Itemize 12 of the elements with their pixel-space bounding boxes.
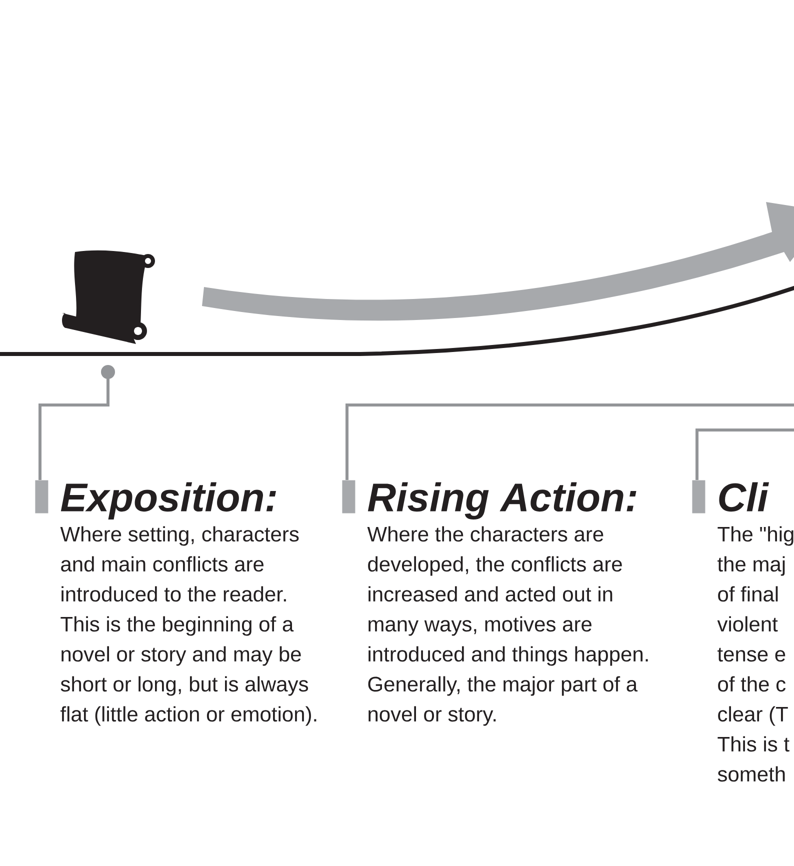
node-label: Exposition: <box>60 482 276 520</box>
text-block: Rising Action: Where the characters are developed, the conflicts are increased and acted out in many ways, motives are introduced and things happen. Generally, the major part of a novel or story. <box>342 480 648 726</box>
text-block: Exposition: Where setting, characters and main conflicts are introduced to the reader. This is the beginning of a novel or story and may be short or long, but is always flat (little action or emotion). <box>35 480 316 726</box>
node-label: Cli <box>719 482 770 512</box>
node-label: Rising Action: <box>368 482 636 520</box>
node-label: The "hig the maj of final violent tense e of the c clear (T This is t someth <box>717 526 794 782</box>
node-label: Where the characters are developed, the conflicts are increased and acted out in many ways, motives are introduced and things happen. Generally, the major part of a novel or story. <box>367 526 648 726</box>
leader-line <box>38 365 115 480</box>
text-block: Cli The "hig the maj of final violent tense e of the c clear (T This is t someth <box>692 480 794 782</box>
leader-line <box>346 404 794 480</box>
leader-line <box>696 428 794 480</box>
node-label: Where setting, characters and main conflicts are introduced to the reader. This is the beginning of a novel or story and may be short or long, but is always flat (little action or emotion). <box>60 526 316 726</box>
